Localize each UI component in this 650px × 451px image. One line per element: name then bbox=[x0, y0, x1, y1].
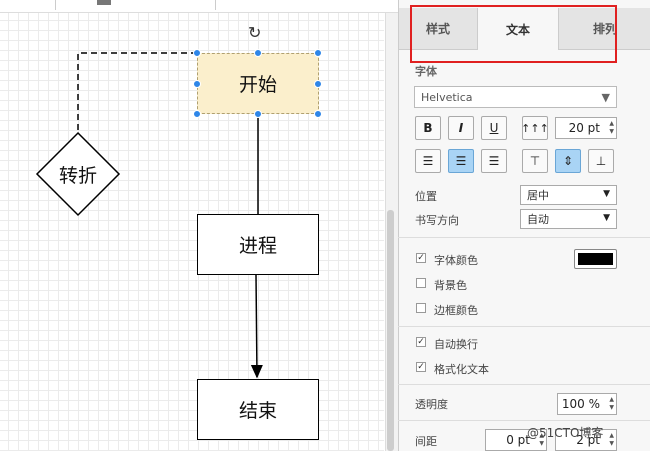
end-shape[interactable]: 结束 bbox=[197, 379, 319, 440]
spacing-input-2[interactable]: 2 pt ▲▼ bbox=[555, 429, 617, 451]
direction-select[interactable]: 自动 ▼ bbox=[520, 209, 617, 229]
resize-handle-se[interactable] bbox=[314, 110, 322, 118]
underline-button[interactable]: U bbox=[481, 116, 507, 140]
italic-button[interactable]: I bbox=[448, 116, 474, 140]
end-shape-label: 结束 bbox=[238, 400, 277, 422]
opacity-input[interactable]: 100 % ▲▼ bbox=[557, 393, 617, 415]
decision-shape bbox=[35, 131, 121, 217]
font-color-picker[interactable] bbox=[574, 249, 617, 269]
line-height-button[interactable]: ↑↑↑ bbox=[521, 116, 549, 140]
align-middle-button[interactable]: ⇕ bbox=[555, 149, 581, 173]
bold-button[interactable]: B bbox=[415, 116, 441, 140]
align-center-button[interactable]: ☰ bbox=[448, 149, 474, 173]
align-left-button[interactable]: ☰ bbox=[415, 149, 441, 173]
connector-start-decision bbox=[77, 52, 197, 131]
format-icon[interactable] bbox=[97, 0, 111, 5]
connector-process-end bbox=[250, 274, 263, 379]
position-label: 位置 bbox=[415, 190, 437, 203]
toolbar-separator bbox=[215, 0, 216, 10]
font-color-checkbox[interactable]: ✓ bbox=[416, 253, 426, 263]
wrap-label: 自动换行 bbox=[434, 338, 478, 351]
resize-handle-ne[interactable] bbox=[314, 49, 322, 57]
font-section-label: 字体 bbox=[415, 65, 437, 78]
tab-text[interactable]: 文本 bbox=[477, 8, 559, 50]
process-shape-label: 进程 bbox=[238, 235, 277, 257]
align-right-icon: ☰ bbox=[488, 154, 500, 168]
spacing-value-2: 2 pt bbox=[576, 433, 600, 447]
toolbar-separator bbox=[55, 0, 56, 10]
start-shape[interactable]: 开始 bbox=[197, 53, 319, 114]
font-color-label: 字体颜色 bbox=[434, 254, 478, 267]
font-color-swatch bbox=[578, 253, 613, 265]
resize-handle-e[interactable] bbox=[314, 80, 322, 88]
align-bottom-icon: ⊥ bbox=[595, 154, 607, 168]
italic-label: I bbox=[458, 121, 464, 135]
resize-handle-s[interactable] bbox=[254, 110, 262, 118]
process-shape[interactable]: 进程 bbox=[197, 214, 319, 275]
start-shape-label: 开始 bbox=[238, 74, 277, 96]
section-divider bbox=[398, 326, 650, 327]
resize-handle-w[interactable] bbox=[193, 80, 201, 88]
rotate-icon[interactable]: ↻ bbox=[248, 23, 262, 42]
line-height-icon: ↑↑↑ bbox=[521, 121, 549, 135]
stepper-icon[interactable]: ▲▼ bbox=[609, 120, 614, 135]
chevron-down-icon: ▼ bbox=[603, 213, 610, 223]
bold-label: B bbox=[423, 121, 433, 135]
section-divider bbox=[398, 384, 650, 385]
chevron-down-icon: ▼ bbox=[601, 91, 610, 104]
align-bottom-button[interactable]: ⊥ bbox=[588, 149, 614, 173]
spacing-value-1: 0 pt bbox=[506, 433, 530, 447]
resize-handle-n[interactable] bbox=[254, 49, 262, 57]
watermark: @51CTO博客 bbox=[527, 426, 604, 440]
background-color-label: 背景色 bbox=[434, 279, 467, 292]
align-middle-icon: ⇕ bbox=[562, 154, 574, 168]
spacing-label: 间距 bbox=[415, 435, 437, 448]
resize-handle-sw[interactable] bbox=[193, 110, 201, 118]
decision-label[interactable]: 转折 bbox=[58, 164, 97, 187]
stepper-icon[interactable]: ▲▼ bbox=[539, 432, 544, 447]
opacity-value: 100 % bbox=[561, 397, 600, 411]
font-size-value: 20 pt bbox=[568, 121, 600, 135]
stepper-icon[interactable]: ▲▼ bbox=[609, 396, 614, 411]
resize-handle-nw[interactable] bbox=[193, 49, 201, 57]
formatted-text-label: 格式化文本 bbox=[434, 363, 489, 376]
stepper-icon[interactable]: ▲▼ bbox=[609, 432, 614, 447]
border-color-label: 边框颜色 bbox=[434, 304, 478, 317]
chevron-down-icon: ▼ bbox=[603, 189, 610, 199]
formatted-text-checkbox[interactable]: ✓ bbox=[416, 362, 426, 372]
border-color-checkbox[interactable] bbox=[416, 303, 426, 313]
wrap-checkbox[interactable]: ✓ bbox=[416, 337, 426, 347]
align-top-icon: ⊤ bbox=[529, 154, 541, 168]
section-divider bbox=[398, 420, 650, 421]
font-size-input[interactable]: 20 pt ▲▼ bbox=[555, 117, 617, 139]
section-divider bbox=[398, 237, 650, 238]
font-family-value: Helvetica bbox=[421, 90, 473, 104]
panel-tabs: 样式 文本 排列 bbox=[399, 8, 650, 50]
background-color-checkbox[interactable] bbox=[416, 278, 426, 288]
align-top-button[interactable]: ⊤ bbox=[522, 149, 548, 173]
position-value: 居中 bbox=[527, 189, 549, 202]
tab-arrange[interactable]: 排列 bbox=[559, 8, 650, 50]
align-left-icon: ☰ bbox=[422, 154, 434, 168]
direction-label: 书写方向 bbox=[415, 214, 459, 227]
tab-style[interactable]: 样式 bbox=[399, 8, 477, 50]
underline-label: U bbox=[489, 121, 499, 135]
position-select[interactable]: 居中 ▼ bbox=[520, 185, 617, 205]
align-right-button[interactable]: ☰ bbox=[481, 149, 507, 173]
direction-value: 自动 bbox=[527, 213, 549, 226]
opacity-label: 透明度 bbox=[415, 398, 448, 411]
font-family-select[interactable]: Helvetica ▼ bbox=[414, 86, 617, 108]
connectors bbox=[35, 52, 263, 379]
align-center-icon: ☰ bbox=[455, 154, 467, 168]
scrollbar-thumb[interactable] bbox=[387, 210, 394, 451]
